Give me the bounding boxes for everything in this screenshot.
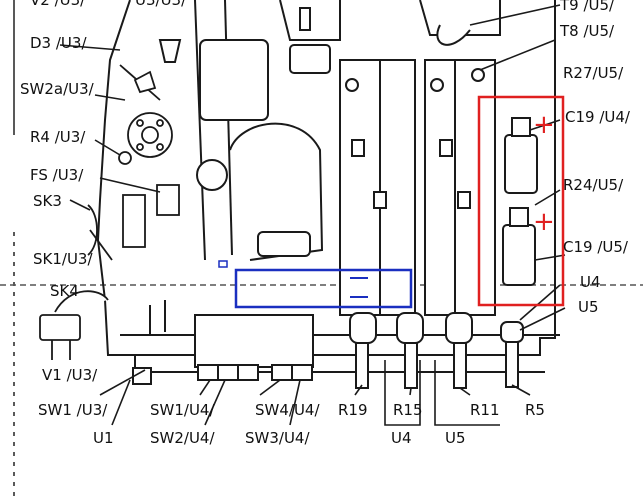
label-u4-bottom: U4 bbox=[391, 429, 412, 447]
label-sk3: SK3 bbox=[33, 192, 62, 210]
label-v1: V1 /U3/ bbox=[42, 366, 98, 384]
potentiometers bbox=[349, 312, 524, 389]
label-sw2a: SW2a/U3/ bbox=[20, 80, 95, 98]
label-r4: R4 /U3/ bbox=[30, 128, 86, 146]
label-r11: R11 bbox=[470, 401, 500, 419]
label-r24: R24/U5/ bbox=[563, 176, 624, 194]
plus-marker-upper: + bbox=[533, 110, 555, 140]
label-sw1-u4: SW1/U4/ bbox=[150, 401, 215, 419]
label-r5: R5 bbox=[525, 401, 545, 419]
highlight-box-capacitors bbox=[477, 95, 565, 307]
label-c19-u4: C19 /U4/ bbox=[565, 108, 631, 126]
highlight-box-blue bbox=[234, 268, 413, 309]
left-components bbox=[39, 64, 180, 360]
label-sk4: SK4 bbox=[50, 282, 79, 300]
blue-dash-marks bbox=[350, 277, 368, 298]
plus-marker-lower: + bbox=[533, 207, 555, 237]
label-sk1: SK1/U3/ bbox=[33, 250, 93, 268]
label-u1: U1 bbox=[93, 429, 114, 447]
label-sw3-u4: SW3/U4/ bbox=[245, 429, 310, 447]
label-u5-small: U5 bbox=[578, 298, 599, 316]
bottom-switches bbox=[132, 300, 314, 385]
label-r19: R19 bbox=[338, 401, 368, 419]
label-c19-u5: C19 /U5/ bbox=[563, 238, 629, 256]
label-sw1-u3: SW1 /U3/ bbox=[38, 401, 108, 419]
heat-sinks bbox=[339, 59, 496, 316]
label-sw2-u4: SW2/U4/ bbox=[150, 429, 215, 447]
label-r15: R15 bbox=[393, 401, 423, 419]
blue-small-marker bbox=[218, 260, 228, 268]
label-u3-top: U3/U3/ bbox=[135, 0, 187, 9]
component-labels: V2 /U3/ U3/U3/ T9 /U5/ T8 /U5/ D3 /U3/ S… bbox=[20, 0, 631, 447]
label-u4-small: U4 bbox=[580, 273, 601, 291]
leader-lines bbox=[59, 4, 566, 426]
label-t8: T8 /U5/ bbox=[559, 22, 615, 40]
label-fs: FS /U3/ bbox=[30, 166, 84, 184]
label-d3: D3 /U3/ bbox=[30, 34, 87, 52]
label-t9: T9 /U5/ bbox=[559, 0, 615, 14]
label-r27: R27/U5/ bbox=[563, 64, 624, 82]
top-components bbox=[158, 7, 471, 191]
label-sw4-u4: SW4/U4/ bbox=[255, 401, 320, 419]
label-u5-bottom: U5 bbox=[445, 429, 466, 447]
label-v2: V2 /U3/ bbox=[30, 0, 86, 9]
capacitors bbox=[257, 117, 538, 286]
